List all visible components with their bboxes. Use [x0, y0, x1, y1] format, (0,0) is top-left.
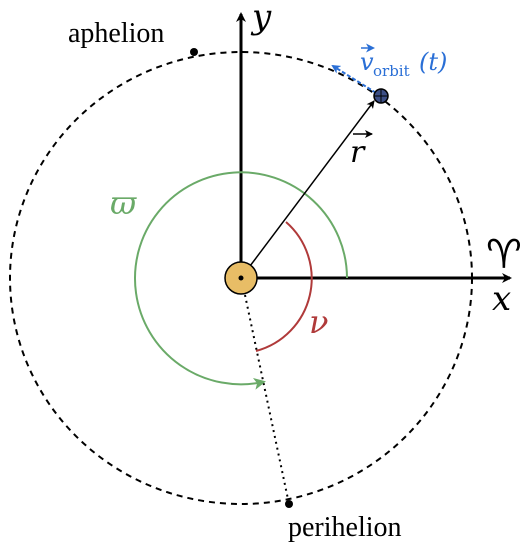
aphelion-point: [190, 48, 198, 56]
perihelion-line: [244, 294, 290, 505]
velocity-label: v orbit (t): [360, 48, 447, 80]
x-axis-label: x: [492, 279, 511, 319]
vernal-equinox-symbol: ♈: [486, 232, 522, 278]
varpi-arc: [134, 171, 348, 390]
velocity-label-arg: (t): [419, 48, 447, 76]
y-axis-label: y: [250, 0, 272, 37]
nu-arc: [255, 221, 313, 352]
varpi-label: ϖ: [110, 184, 137, 222]
velocity-label-subscript: orbit: [373, 62, 410, 80]
radius-vector: [240, 100, 375, 279]
aphelion-label: aphelion: [68, 18, 164, 49]
radius-vector-label: r: [350, 135, 366, 170]
perihelion-label: perihelion: [288, 512, 402, 543]
nu-label: ν: [309, 303, 328, 341]
perihelion-point: [285, 500, 293, 508]
velocity-vector: [331, 64, 382, 97]
velocity-label-v: v: [360, 48, 374, 76]
sun-center-dot: [238, 275, 244, 281]
